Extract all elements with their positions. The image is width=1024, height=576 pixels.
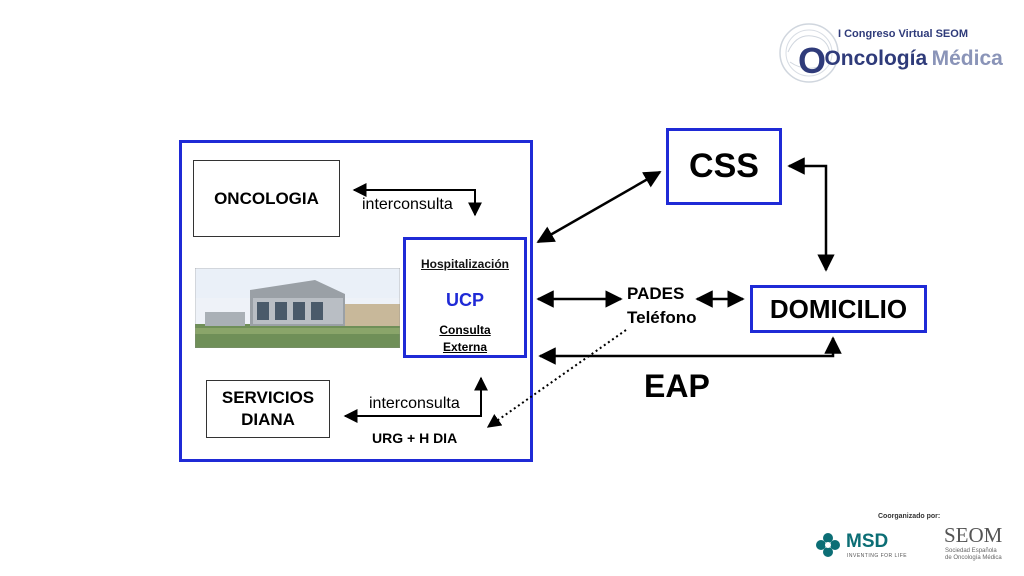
brain-icon: [779, 23, 839, 83]
msd-logo: MSD INVENTING FOR LIFE: [814, 529, 924, 561]
hospitalizacion-label: Hospitalización: [403, 257, 527, 271]
pades-urg-dotted-arrow: [486, 329, 627, 428]
servicios-diana-box: SERVICIOS DIANA: [206, 380, 330, 438]
interconsulta-top-arrow: [352, 183, 482, 217]
congress-logo: I Congreso Virtual SEOM O Oncología Médi…: [778, 22, 1014, 84]
css-label: CSS: [689, 147, 759, 185]
css-domicilio-arrow: [787, 157, 835, 272]
consulta-line-2: Externa: [442, 340, 488, 354]
pades-label: PADES Teléfono: [627, 282, 697, 330]
ucp-css-arrow: [536, 170, 662, 244]
telefono-text: Teléfono: [627, 308, 697, 327]
pades-text: PADES: [627, 284, 685, 303]
brand-title: O Oncología Médica: [798, 40, 1003, 82]
urg-label: URG + H DIA: [372, 430, 458, 446]
brand-o-letter: O: [798, 40, 827, 81]
css-box: CSS: [666, 128, 782, 205]
domicilio-label: DOMICILIO: [769, 293, 908, 324]
brand-word-2: Médica: [931, 47, 1003, 71]
msd-emblem-icon: [816, 533, 840, 557]
msd-wordmark: MSD: [846, 531, 889, 552]
ucp-box: [403, 237, 527, 358]
eap-arrow: [538, 336, 842, 365]
coorganizado-label: Coorganizado por:: [878, 513, 941, 520]
oncologia-box: ONCOLOGIA: [193, 160, 340, 237]
seom-wordmark: SEOM: [944, 523, 1003, 547]
seom-logo: SEOM Sociedad Española de Oncología Médi…: [944, 523, 1014, 569]
ucp-label: UCP: [445, 290, 484, 310]
servicios-line-2: DIANA: [241, 410, 295, 429]
domicilio-box: DOMICILIO: [750, 285, 927, 333]
interconsulta-bottom-arrow: [343, 376, 488, 423]
servicios-line-1: SERVICIOS: [221, 388, 315, 407]
seom-subtitle-line-1: Sociedad Española: [945, 548, 997, 554]
seom-subtitle-line-2: de Oncología Médica: [945, 555, 1002, 561]
msd-tagline: INVENTING FOR LIFE: [847, 553, 908, 559]
congress-title: I Congreso Virtual SEOM: [838, 28, 968, 40]
hospital-frame: [179, 140, 533, 462]
hospital-photo: [195, 268, 400, 348]
hospitalizacion-text: Hospitalización: [420, 257, 509, 271]
brand-word-1: Oncología: [824, 47, 928, 71]
oncologia-label: ONCOLOGIA: [214, 188, 319, 208]
seom-subtitle: Sociedad Española de Oncología Médica: [945, 548, 1002, 562]
eap-label: EAP: [644, 368, 710, 404]
consulta-line-1: Consulta: [439, 323, 491, 337]
consulta-externa-label: Consulta Externa: [403, 322, 527, 356]
